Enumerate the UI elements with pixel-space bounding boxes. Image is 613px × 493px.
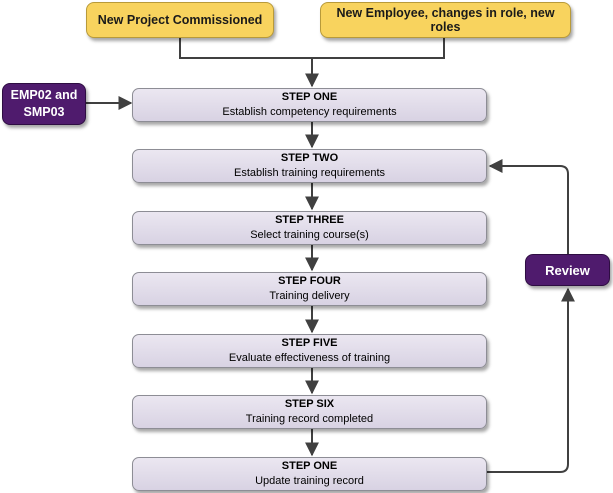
step-4-description: Training delivery [269, 290, 350, 302]
review-to-step-two-arrow [488, 159, 569, 254]
trigger-new-project: New Project Commissioned [86, 2, 274, 38]
step-5-title: STEP FIVE [281, 337, 338, 349]
input-emp02-smp03-box: EMP02 and SMP03 [2, 83, 86, 125]
feedback-to-review-arrow [487, 287, 575, 473]
step-7-description: Update training record [255, 475, 364, 487]
step-7-title: STEP ONE [281, 460, 338, 472]
step-5-description: Evaluate effectiveness of training [228, 352, 391, 364]
step-6-box: STEP SIX Training record completed [132, 395, 487, 429]
step-6-title: STEP SIX [284, 398, 335, 410]
review-label: Review [545, 262, 590, 278]
step-3-box: STEP THREE Select training course(s) [132, 211, 487, 245]
step-2-description: Establish training requirements [233, 167, 386, 179]
step-4-box: STEP FOUR Training delivery [132, 272, 487, 306]
step-2-box: STEP TWO Establish training requirements [132, 149, 487, 183]
trigger-new-employee-label: New Employee, changes in role, new roles [336, 6, 555, 34]
step-6-description: Training record completed [245, 413, 374, 425]
trigger-left-connector [179, 38, 312, 59]
step-4-title: STEP FOUR [278, 275, 341, 287]
step-1-box: STEP ONE Establish competency requiremen… [132, 88, 487, 122]
review-box: Review [525, 254, 610, 286]
step-5-box: STEP FIVE Evaluate effectiveness of trai… [132, 334, 487, 368]
step-7-box: STEP ONE Update training record [132, 457, 487, 491]
trigger-new-employee: New Employee, changes in role, new roles [320, 2, 571, 38]
input-box-label-line1: EMP02 and [10, 88, 78, 102]
trigger-new-project-label: New Project Commissioned [97, 13, 263, 27]
step-2-title: STEP TWO [280, 152, 339, 164]
step-3-title: STEP THREE [275, 214, 344, 226]
step-1-title: STEP ONE [281, 91, 338, 103]
input-box-label-line2: SMP03 [23, 105, 65, 119]
trigger-right-connector [312, 38, 445, 59]
step-3-description: Select training course(s) [250, 229, 369, 241]
step-1-description: Establish competency requirements [222, 106, 397, 118]
